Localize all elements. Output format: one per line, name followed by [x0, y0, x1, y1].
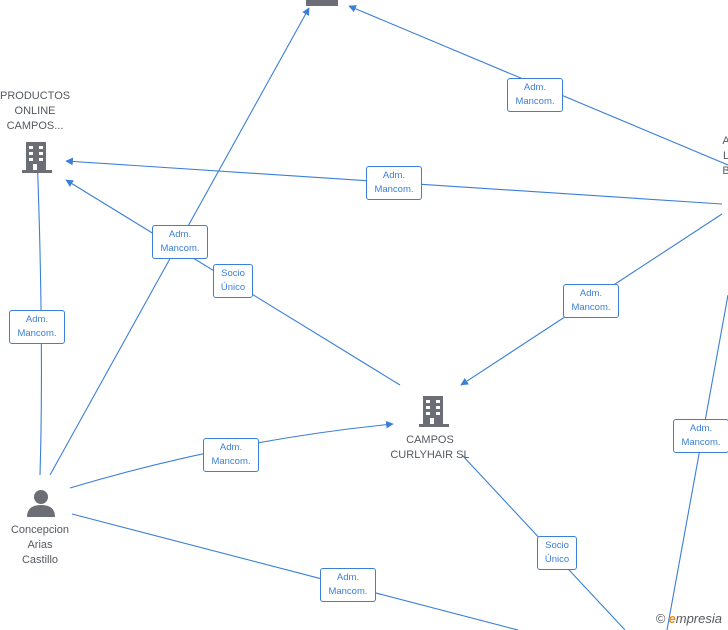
edge-right-to-bottom — [666, 294, 728, 630]
node-label-right-company[interactable]: A L B — [722, 135, 728, 177]
node-label-campos[interactable]: CAMPOS CURLYHAIR SL — [390, 434, 470, 461]
role-badge: Adm. Mancom. — [9, 310, 65, 344]
role-badge: Adm. Mancom. — [366, 166, 422, 200]
role-badge: Socio Único — [537, 536, 577, 570]
role-badge: Adm. Mancom. — [507, 78, 563, 112]
role-badge: Adm. Mancom. — [563, 284, 619, 318]
building-icon — [306, 0, 338, 6]
node-label-person[interactable]: Concepcion Arias Castillo — [10, 524, 70, 566]
person-icon — [27, 490, 55, 517]
empresia-logo: ©empresia — [656, 611, 722, 626]
role-badge: Adm. Mancom. — [320, 568, 376, 602]
role-badge: Adm. Mancom. — [673, 419, 728, 453]
copyright-icon: © — [655, 611, 666, 626]
role-badge: Socio Único — [213, 264, 253, 298]
brand-e: e — [668, 611, 676, 626]
role-badge: Adm. Mancom. — [203, 438, 259, 472]
role-badge: Adm. Mancom. — [152, 225, 208, 259]
node-label-productos[interactable]: PRODUCTOS ONLINE CAMPOS... — [0, 90, 71, 132]
building-icon — [419, 396, 449, 427]
edge-person-to-bottom — [71, 513, 519, 630]
brand-rest: mpresia — [675, 611, 722, 626]
building-icon — [22, 142, 52, 173]
